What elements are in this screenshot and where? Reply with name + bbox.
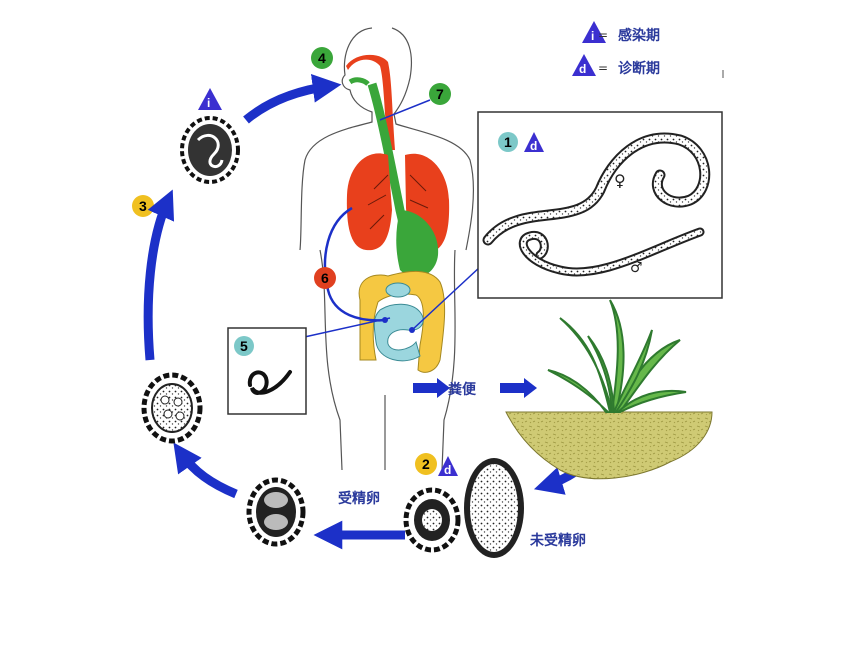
female-symbol: ♀ (614, 171, 626, 190)
stage-1-number: 1 (504, 134, 512, 150)
legend-infective: i = 感染期 (582, 21, 660, 44)
migration-path (323, 206, 386, 322)
stage-1-diagnostic-icon (524, 132, 544, 152)
stomach (396, 210, 439, 278)
legend-diagnostic: d = 诊断期 (572, 54, 660, 77)
arrow-left-lower (173, 442, 238, 499)
pointer-dot-gut (409, 327, 415, 333)
stage-7-number: 7 (436, 86, 444, 102)
egg-unfertilized (464, 458, 524, 558)
arrow-to-mouth (243, 74, 342, 124)
stage-6: 6 (314, 267, 336, 289)
stage-2: 2 d (415, 453, 458, 477)
egg-infective-symbol: i (207, 96, 210, 110)
stage-3: 3 (132, 195, 154, 217)
diagnostic-triangle-icon (572, 54, 596, 76)
infective-symbol: i (591, 29, 594, 43)
stage-4: 4 (311, 47, 333, 69)
unfertilized-egg-label: 未受精卵 (530, 532, 586, 549)
stage-5-number: 5 (240, 338, 248, 354)
arrow-left-up (143, 189, 175, 361)
stage-2-number: 2 (422, 456, 430, 472)
legend-separator-2: = (598, 61, 608, 75)
stage-7: 7 (429, 83, 451, 105)
larva-icon (247, 370, 292, 395)
egg-infective (180, 116, 240, 184)
egg-infective-icon (198, 88, 222, 110)
diagnostic-label: 诊断期 (618, 60, 660, 77)
infective-triangle-icon (582, 21, 606, 43)
adult-worms-box: ♀ ♂ 1 d (477, 111, 723, 299)
stage-2-diagnostic-symbol: d (444, 463, 451, 477)
egg-two-cell (246, 477, 306, 547)
pointer-line-5 (299, 317, 391, 339)
stage-i-marker: i (198, 88, 222, 110)
diagnostic-symbol: d (579, 62, 586, 76)
feces-label: 粪便 (448, 381, 477, 398)
egg-fertilized (403, 487, 461, 553)
larva-box: 5 (227, 327, 307, 415)
stage-1-diagnostic-symbol: d (530, 139, 537, 153)
stage-4-number: 4 (318, 50, 326, 66)
legend-separator-1: = (598, 28, 608, 42)
pointer-line-7 (379, 99, 431, 121)
male-symbol: ♂ (630, 260, 643, 276)
stage-2-diagnostic-icon (438, 456, 458, 476)
soil-patch (505, 299, 713, 480)
stage-1-badge (498, 132, 518, 152)
large-intestine (358, 271, 446, 373)
infective-label: 感染期 (618, 27, 660, 44)
feces-arrows (413, 378, 537, 398)
stage-3-number: 3 (139, 198, 147, 214)
stage-5-badge (234, 336, 254, 356)
egg-embryonating (141, 372, 203, 444)
legend: i = 感染期 d = 诊断期 (572, 21, 660, 77)
stage-6-number: 6 (321, 270, 329, 286)
fertilized-egg-label: 受精卵 (338, 490, 380, 507)
